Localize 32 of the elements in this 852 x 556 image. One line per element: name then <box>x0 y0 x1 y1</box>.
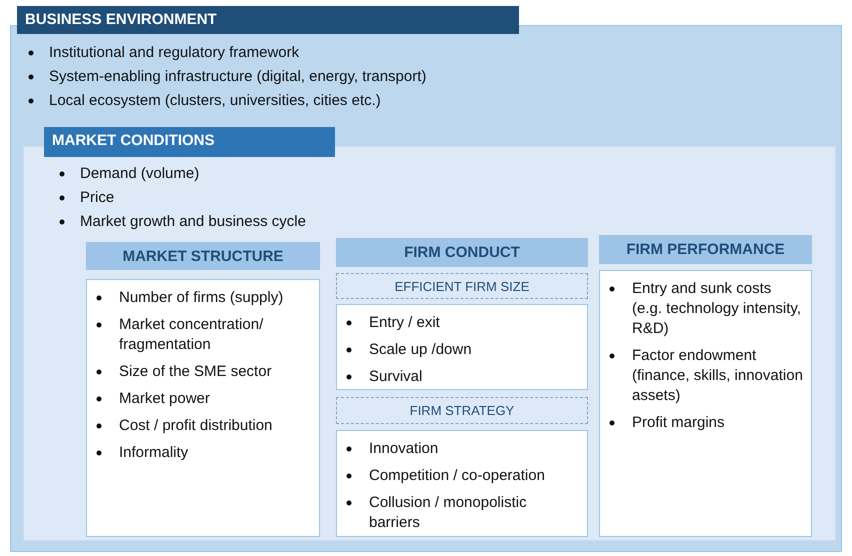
bullet-item: Number of firms (supply) <box>119 289 284 306</box>
content-box <box>336 430 588 537</box>
bullet-item: Profit margins <box>632 414 725 431</box>
bullet-item: Entry / exit <box>369 314 440 331</box>
bullet-item: Scale up /down <box>369 341 472 358</box>
bullet-item: Factor endowment (finance, skills, innovation assets) <box>632 347 803 404</box>
bullet-item: Institutional and regulatory framework <box>49 44 300 61</box>
column-header: MARKET STRUCTURE <box>86 242 320 270</box>
subsection-header: EFFICIENT FIRM SIZE <box>336 273 588 299</box>
content-box <box>86 279 320 537</box>
bullet-item: System-enabling infrastructure (digital, energy, transport) <box>49 68 426 85</box>
bullet-item: Local ecosystem (clusters, universities, cities etc.) <box>49 92 381 109</box>
bullet-item: Survival <box>369 368 422 385</box>
column-header: FIRM CONDUCT <box>336 238 588 267</box>
bullet-item: Size of the SME sector <box>119 363 272 380</box>
bullet-item: Entry and sunk costs (e.g. technology intensity, R&D) <box>632 280 801 337</box>
bullet-item: Collusion / monopolistic barriers <box>369 494 527 531</box>
bullet-item: Competition / co-operation <box>369 467 545 484</box>
bullet-item: Demand (volume) <box>80 165 200 182</box>
subsection-header: FIRM STRATEGY <box>336 397 588 424</box>
bullet-item: Market concentration/ fragmentation <box>119 316 264 353</box>
content-box <box>336 304 588 390</box>
bullet-item: Innovation <box>369 440 438 457</box>
bullet-item: Price <box>80 189 114 206</box>
section-heading: MARKET CONDITIONS <box>44 127 335 157</box>
column-header: FIRM PERFORMANCE <box>599 235 812 264</box>
bullet-item: Market growth and business cycle <box>80 213 306 230</box>
bullet-item: Cost / profit distribution <box>119 417 272 434</box>
bullet-item: Informality <box>119 444 188 461</box>
content-box <box>599 270 812 537</box>
section-heading: BUSINESS ENVIRONMENT <box>17 6 519 34</box>
bullet-item: Market power <box>119 390 210 407</box>
